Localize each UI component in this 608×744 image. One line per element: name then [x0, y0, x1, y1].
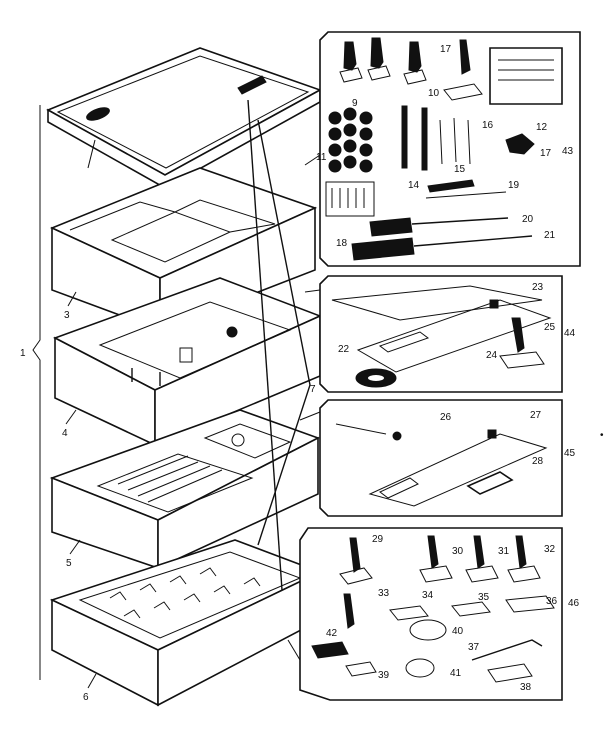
panel-44: [319, 275, 563, 393]
callout-32: 32: [544, 544, 556, 555]
case-lid: [46, 47, 322, 189]
leader-6: [87, 673, 97, 689]
bobbins: [328, 107, 373, 173]
callout-41: 41: [450, 668, 462, 679]
leader-43: [304, 154, 321, 166]
leader-46: [287, 639, 301, 661]
callout-24: 24: [486, 350, 498, 361]
tray-5: [49, 409, 321, 570]
callout-18: 18: [336, 238, 348, 249]
callout-46: 46: [568, 598, 580, 609]
leader-4: [65, 409, 77, 425]
callout-5: 5: [66, 558, 72, 569]
callout-43: 43: [562, 146, 574, 157]
callout-14: 14: [408, 180, 420, 191]
callout-6: 6: [83, 692, 89, 703]
callout-27: 27: [530, 410, 542, 421]
leader-3: [67, 291, 77, 307]
leader-5: [69, 539, 81, 555]
callout-19: 19: [508, 180, 520, 191]
callout-17b: 17: [540, 148, 552, 159]
callout-35: 35: [478, 592, 490, 603]
callout-36: 36: [546, 596, 558, 607]
callout-34: 34: [422, 590, 434, 601]
callout-1: 1: [20, 348, 26, 359]
leader-lid: [87, 139, 96, 169]
callout-9: 9: [352, 98, 358, 109]
panel-43: [319, 31, 581, 267]
callout-40: 40: [452, 626, 464, 637]
callout-21: 21: [544, 230, 556, 241]
callout-29: 29: [372, 534, 384, 545]
callout-3: 3: [64, 310, 70, 321]
strap-line-2: [257, 119, 311, 546]
callout-20: 20: [522, 214, 534, 225]
tray-3: [49, 167, 318, 332]
callout-12: 12: [536, 122, 548, 133]
callout-45: 45: [564, 448, 576, 459]
callout-11: 11: [316, 152, 327, 163]
strap-line-1: [247, 99, 283, 591]
callout-26: 26: [440, 412, 452, 423]
callout-10: 10: [428, 88, 440, 99]
callout-7: 7: [310, 384, 316, 395]
callout-44: 44: [564, 328, 576, 339]
callout-38: 38: [520, 682, 532, 693]
tray-4: [53, 277, 323, 447]
callout-4: 4: [62, 428, 68, 439]
callout-22: 22: [338, 344, 350, 355]
callout-15: 15: [454, 164, 466, 175]
callout-17a: 17: [440, 44, 452, 55]
callout-33: 33: [378, 588, 390, 599]
callout-25: 25: [544, 322, 556, 333]
callout-23: 23: [532, 282, 544, 293]
callout-42: 42: [326, 628, 338, 639]
panel-46: [299, 527, 563, 701]
callout-37: 37: [468, 642, 480, 653]
leader-45: [299, 411, 321, 421]
base-6: [49, 539, 323, 707]
edge-mark: •: [600, 430, 604, 441]
leader-44: [304, 289, 321, 293]
callout-39: 39: [378, 670, 390, 681]
callout-31: 31: [498, 546, 510, 557]
callout-16: 16: [482, 120, 494, 131]
assembly-bracket: [32, 105, 41, 680]
callout-30: 30: [452, 546, 464, 557]
callout-28: 28: [532, 456, 544, 467]
panel-45: [319, 399, 563, 517]
